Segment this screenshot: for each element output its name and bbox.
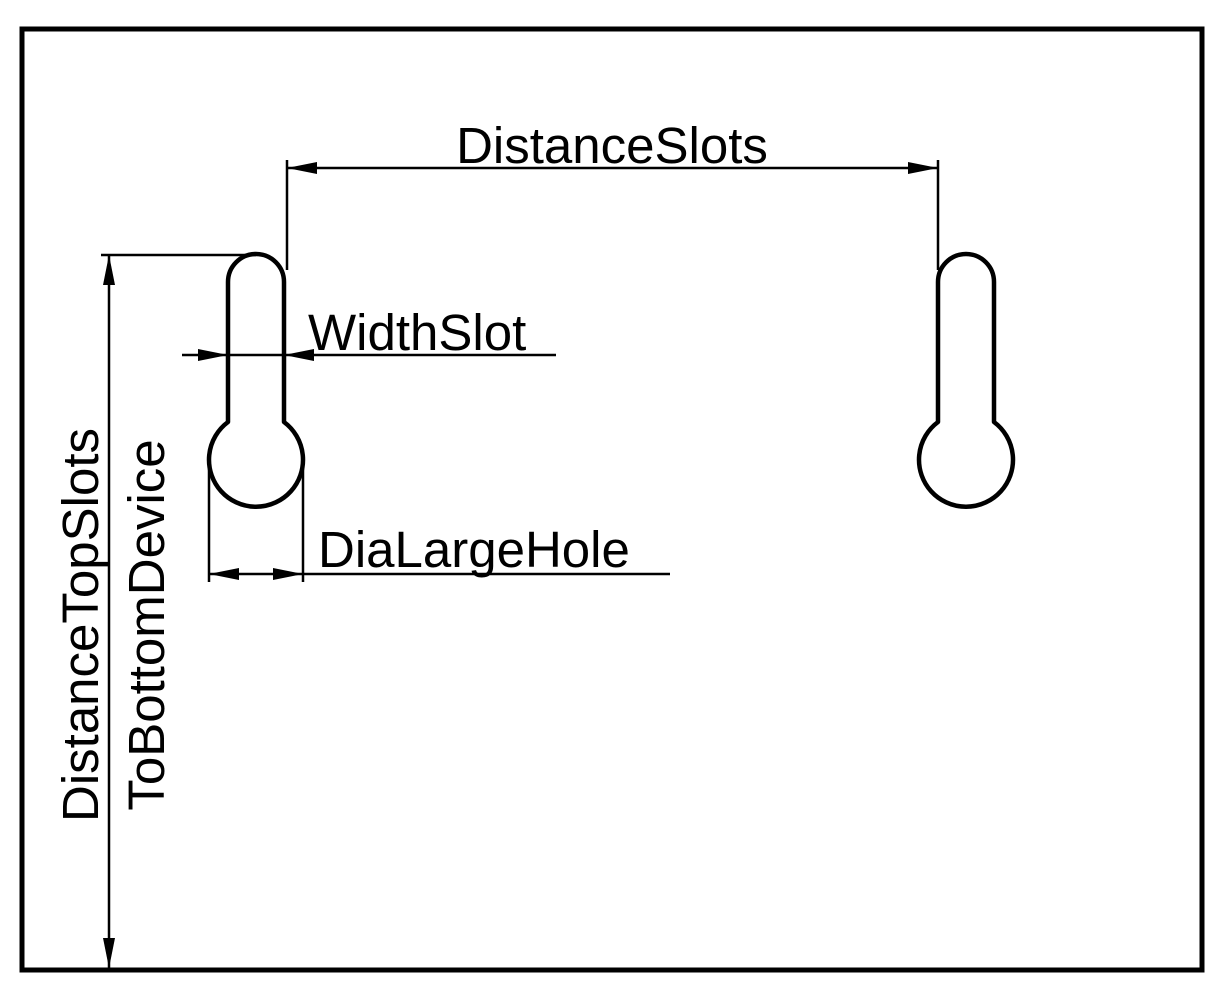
width-slot-arrow-right — [284, 349, 314, 361]
distance-top-dimension — [101, 253, 256, 968]
distance-top-label-line1: DistanceTopSlots — [52, 428, 109, 822]
distance-top-arrow-top — [103, 255, 115, 285]
width-slot-dimension — [182, 349, 556, 361]
right-keyhole-slot — [916, 251, 1016, 509]
distance-top-label-line2: ToBottomDevice — [118, 439, 175, 810]
dia-large-hole-arrow-right — [273, 568, 303, 580]
distance-top-arrow-bottom — [103, 938, 115, 968]
width-slot-label: WidthSlot — [308, 304, 526, 361]
width-slot-arrow-left — [198, 349, 228, 361]
distance-slots-label: DistanceSlots — [456, 117, 768, 174]
distance-slots-arrow-right — [908, 162, 938, 174]
dia-large-hole-label: DiaLargeHole — [318, 521, 630, 578]
dia-large-hole-dimension — [207, 466, 670, 582]
left-keyhole-slot — [206, 251, 306, 509]
device-outline — [19, 26, 1205, 973]
dia-large-hole-arrow-left — [209, 568, 239, 580]
distance-slots-dimension — [285, 160, 940, 270]
distance-slots-arrow-left — [287, 162, 317, 174]
